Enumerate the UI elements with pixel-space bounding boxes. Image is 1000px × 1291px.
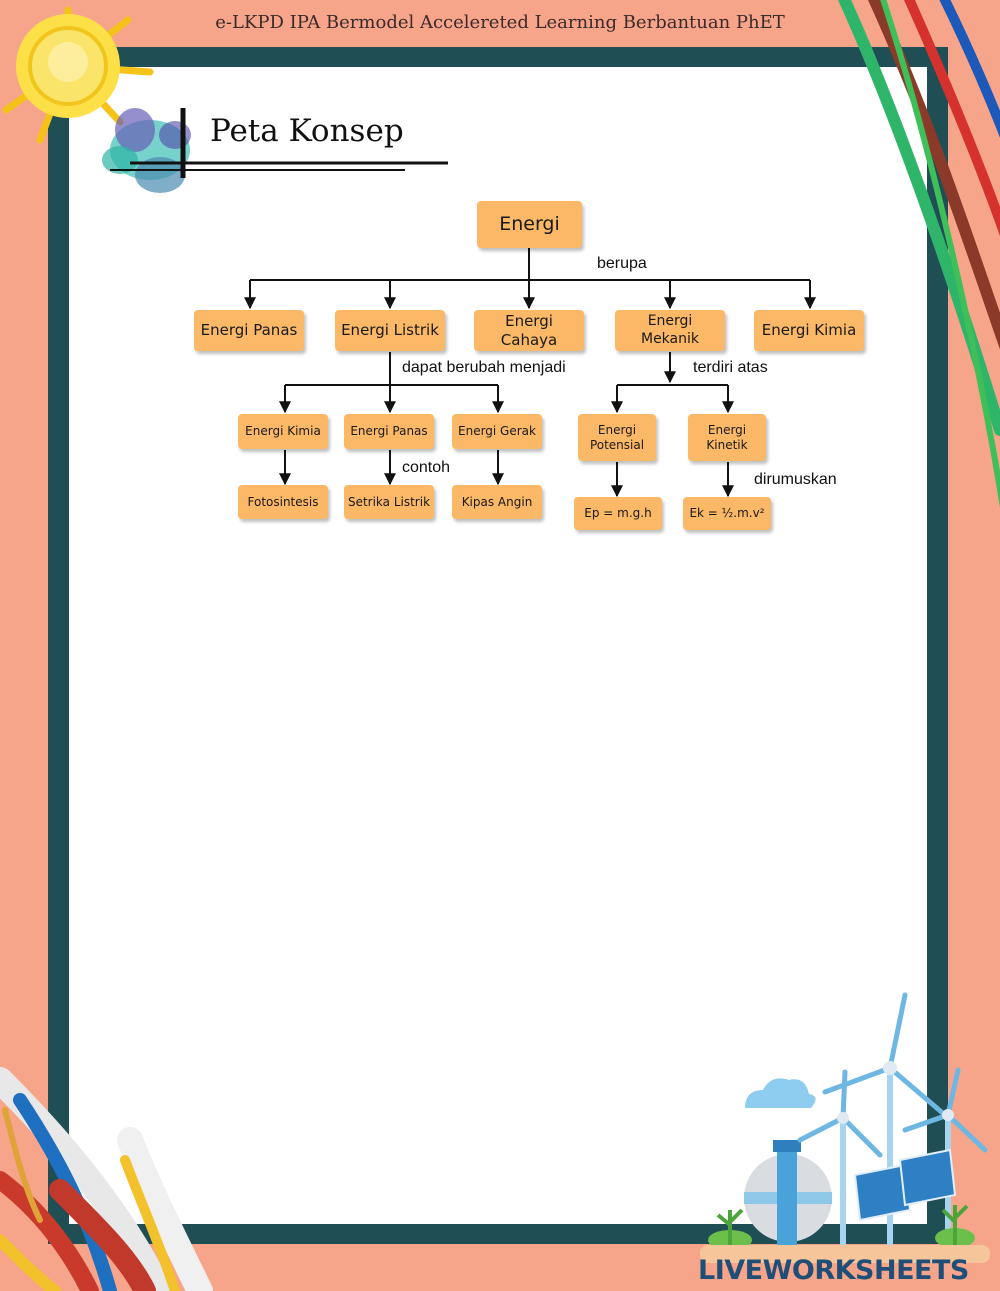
renewable-energy-illustration [700,992,990,1263]
document-header: e-LKPD IPA Bermodel Accelereted Learning… [215,12,785,33]
node-example-1: Fotosintesis [238,485,328,519]
node-listrik-child-1: Energi Kimia [238,414,328,449]
node-root: Energi [477,201,582,248]
node-formula-2: Ek = ½.m.v² [683,497,771,530]
node-mekanik-child-1: Energi Potensial [578,414,656,461]
sun-icon [2,6,154,144]
link-label-listrik: dapat berubah menjadi [402,359,566,376]
node-type-4: Energi Mekanik [615,310,725,351]
node-type-1: Energi Panas [194,310,304,351]
concept-map-connectors [244,248,816,498]
content-sheet [69,67,927,1224]
title-underline [110,108,448,178]
link-label-root: berupa [597,255,647,272]
cables-top-right [837,0,1000,508]
node-example-2: Setrika Listrik [344,485,434,519]
node-example-3: Kipas Angin [452,485,542,519]
node-formula-1: Ep = m.g.h [574,497,662,530]
link-label-formula: dirumuskan [754,471,837,488]
node-type-2: Energi Listrik [335,310,445,351]
node-listrik-child-2: Energi Panas [344,414,434,449]
link-label-example: contoh [402,459,451,476]
node-mekanik-child-2: Energi Kinetik [688,414,766,461]
node-type-3: Energi Cahaya [474,310,584,351]
cables-bottom-left [0,1067,213,1291]
node-listrik-child-3: Energi Gerak [452,414,542,449]
page-title: Peta Konsep [210,113,404,149]
link-label-mekanik: terdiri atas [693,359,768,376]
liveworksheets-logo: LIVEWORKSHEETS [698,1255,969,1286]
node-type-5: Energi Kimia [754,310,864,351]
